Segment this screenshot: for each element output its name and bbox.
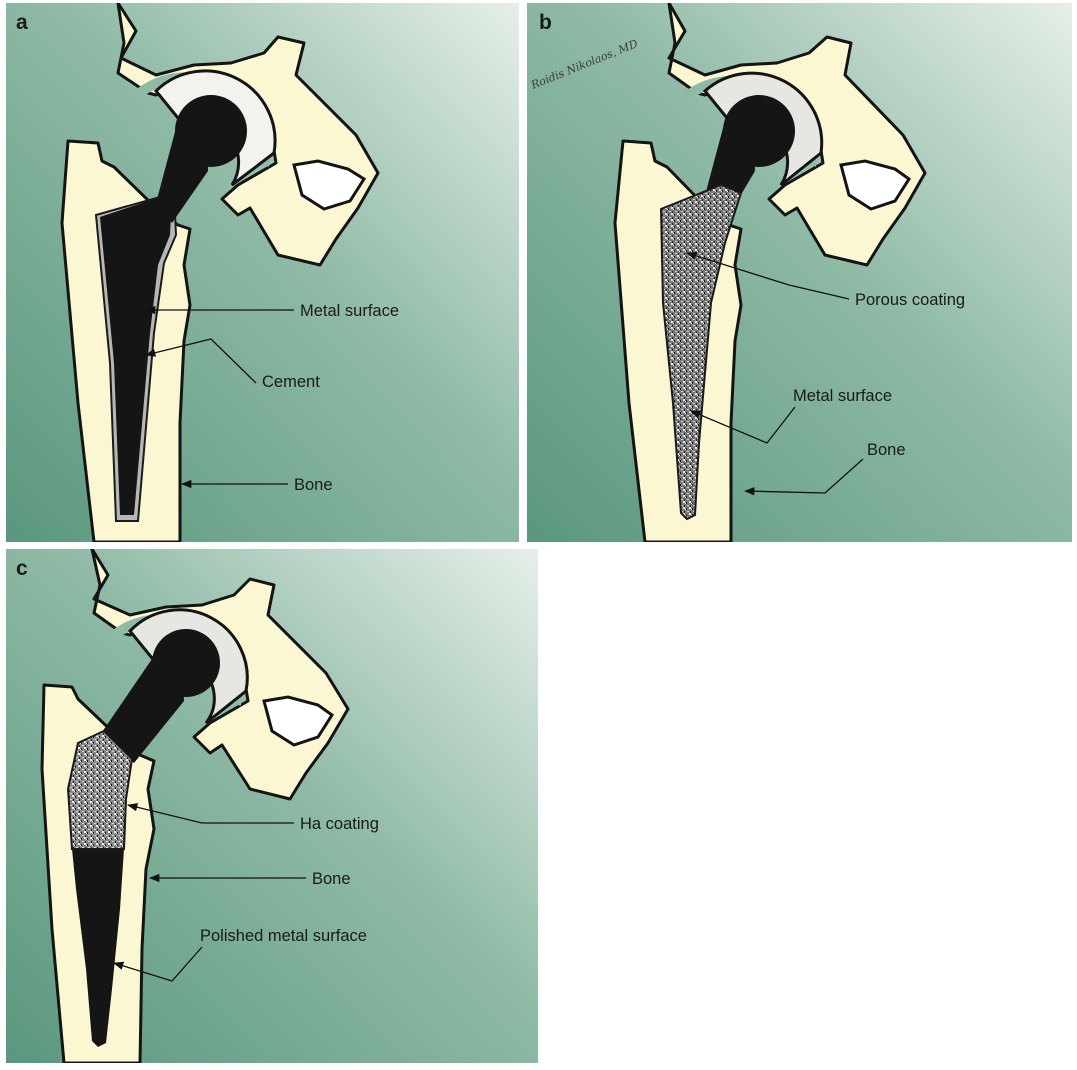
panel-c: c Ha coating Bone Polished metal surface — [6, 549, 538, 1063]
panel-letter-c: c — [16, 557, 28, 580]
femoral-head — [152, 629, 220, 697]
panel-a: a Metal surface Cement Bone — [6, 3, 519, 542]
panel-letter-a: a — [16, 11, 28, 34]
ha-coated-section — [68, 731, 132, 849]
label-porous-coating: Porous coating — [855, 291, 965, 309]
femoral-head — [175, 95, 247, 167]
label-metal-surface: Metal surface — [300, 302, 399, 320]
label-cement: Cement — [262, 373, 320, 391]
femoral-head — [723, 95, 795, 167]
label-ha-coating: Ha coating — [300, 815, 379, 833]
panel-letter-b: b — [539, 11, 552, 34]
label-polished-metal-surface: Polished metal surface — [200, 927, 367, 945]
panel-b: b Roidis Nikolaos, MD Porous coating Met… — [527, 3, 1072, 542]
label-metal-surface: Metal surface — [793, 387, 892, 405]
label-bone: Bone — [294, 476, 333, 494]
label-bone: Bone — [312, 870, 351, 888]
label-bone: Bone — [867, 441, 906, 459]
